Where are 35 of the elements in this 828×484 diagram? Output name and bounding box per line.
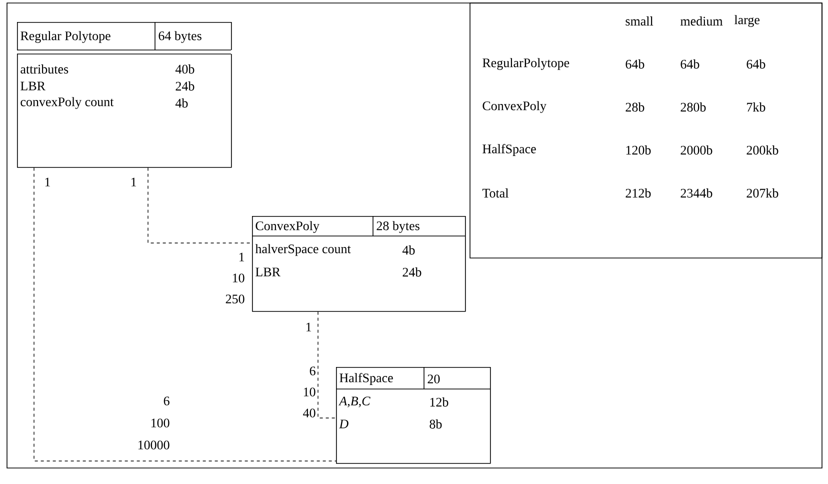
table-cell: 200kb [746, 145, 778, 155]
table-cell: small [626, 16, 654, 26]
connector-line [34, 167, 336, 462]
table-cell: RegularPolytope [482, 58, 570, 70]
table-cell: 2000b [680, 145, 712, 155]
connector-line [318, 311, 336, 418]
connector-line [148, 167, 252, 244]
table-cell: medium [680, 16, 723, 26]
multiplicity-label: 1 [45, 178, 50, 186]
multiplicity-label: 1 [239, 252, 244, 262]
table-cell: Total [482, 188, 508, 198]
class-box: HalfSpace 20 A,B,C 12b D 8b [336, 366, 491, 464]
multiplicity-label: 1 [131, 178, 136, 186]
multiplicity-label: 100 [151, 418, 170, 428]
multiplicity-label: 1 [306, 322, 312, 332]
table-cell: 28b [626, 102, 644, 112]
class-box: Regular Polytope 64 bytes attributes 40b LBR 24b convexPoly count 4b [16, 22, 232, 168]
table-cell: large [734, 15, 760, 27]
table-cell: HalfSpace [482, 144, 536, 156]
table-cell: ConvexPoly [482, 101, 546, 113]
table-cell: 64b [680, 59, 700, 69]
multiplicity-label: 40 [303, 408, 316, 418]
table-cell: 64b [746, 59, 766, 69]
multiplicity-label: 6 [310, 366, 316, 376]
table-cell: 207kb [746, 188, 778, 198]
table-cell: 120b [626, 145, 651, 155]
class-box: ConvexPoly 28 bytes halverSpace count 4b LBR 24b [252, 216, 466, 312]
multiplicity-label: 10 [304, 388, 316, 396]
table-cell: 64b [626, 59, 644, 69]
table-cell: 2344b [680, 188, 712, 198]
table-cell: 7kb [747, 102, 766, 112]
multiplicity-label: 10000 [138, 440, 170, 450]
table-cell: 280b [680, 102, 706, 112]
table-cell: 212b [626, 188, 651, 198]
multiplicity-label: 6 [164, 396, 170, 406]
